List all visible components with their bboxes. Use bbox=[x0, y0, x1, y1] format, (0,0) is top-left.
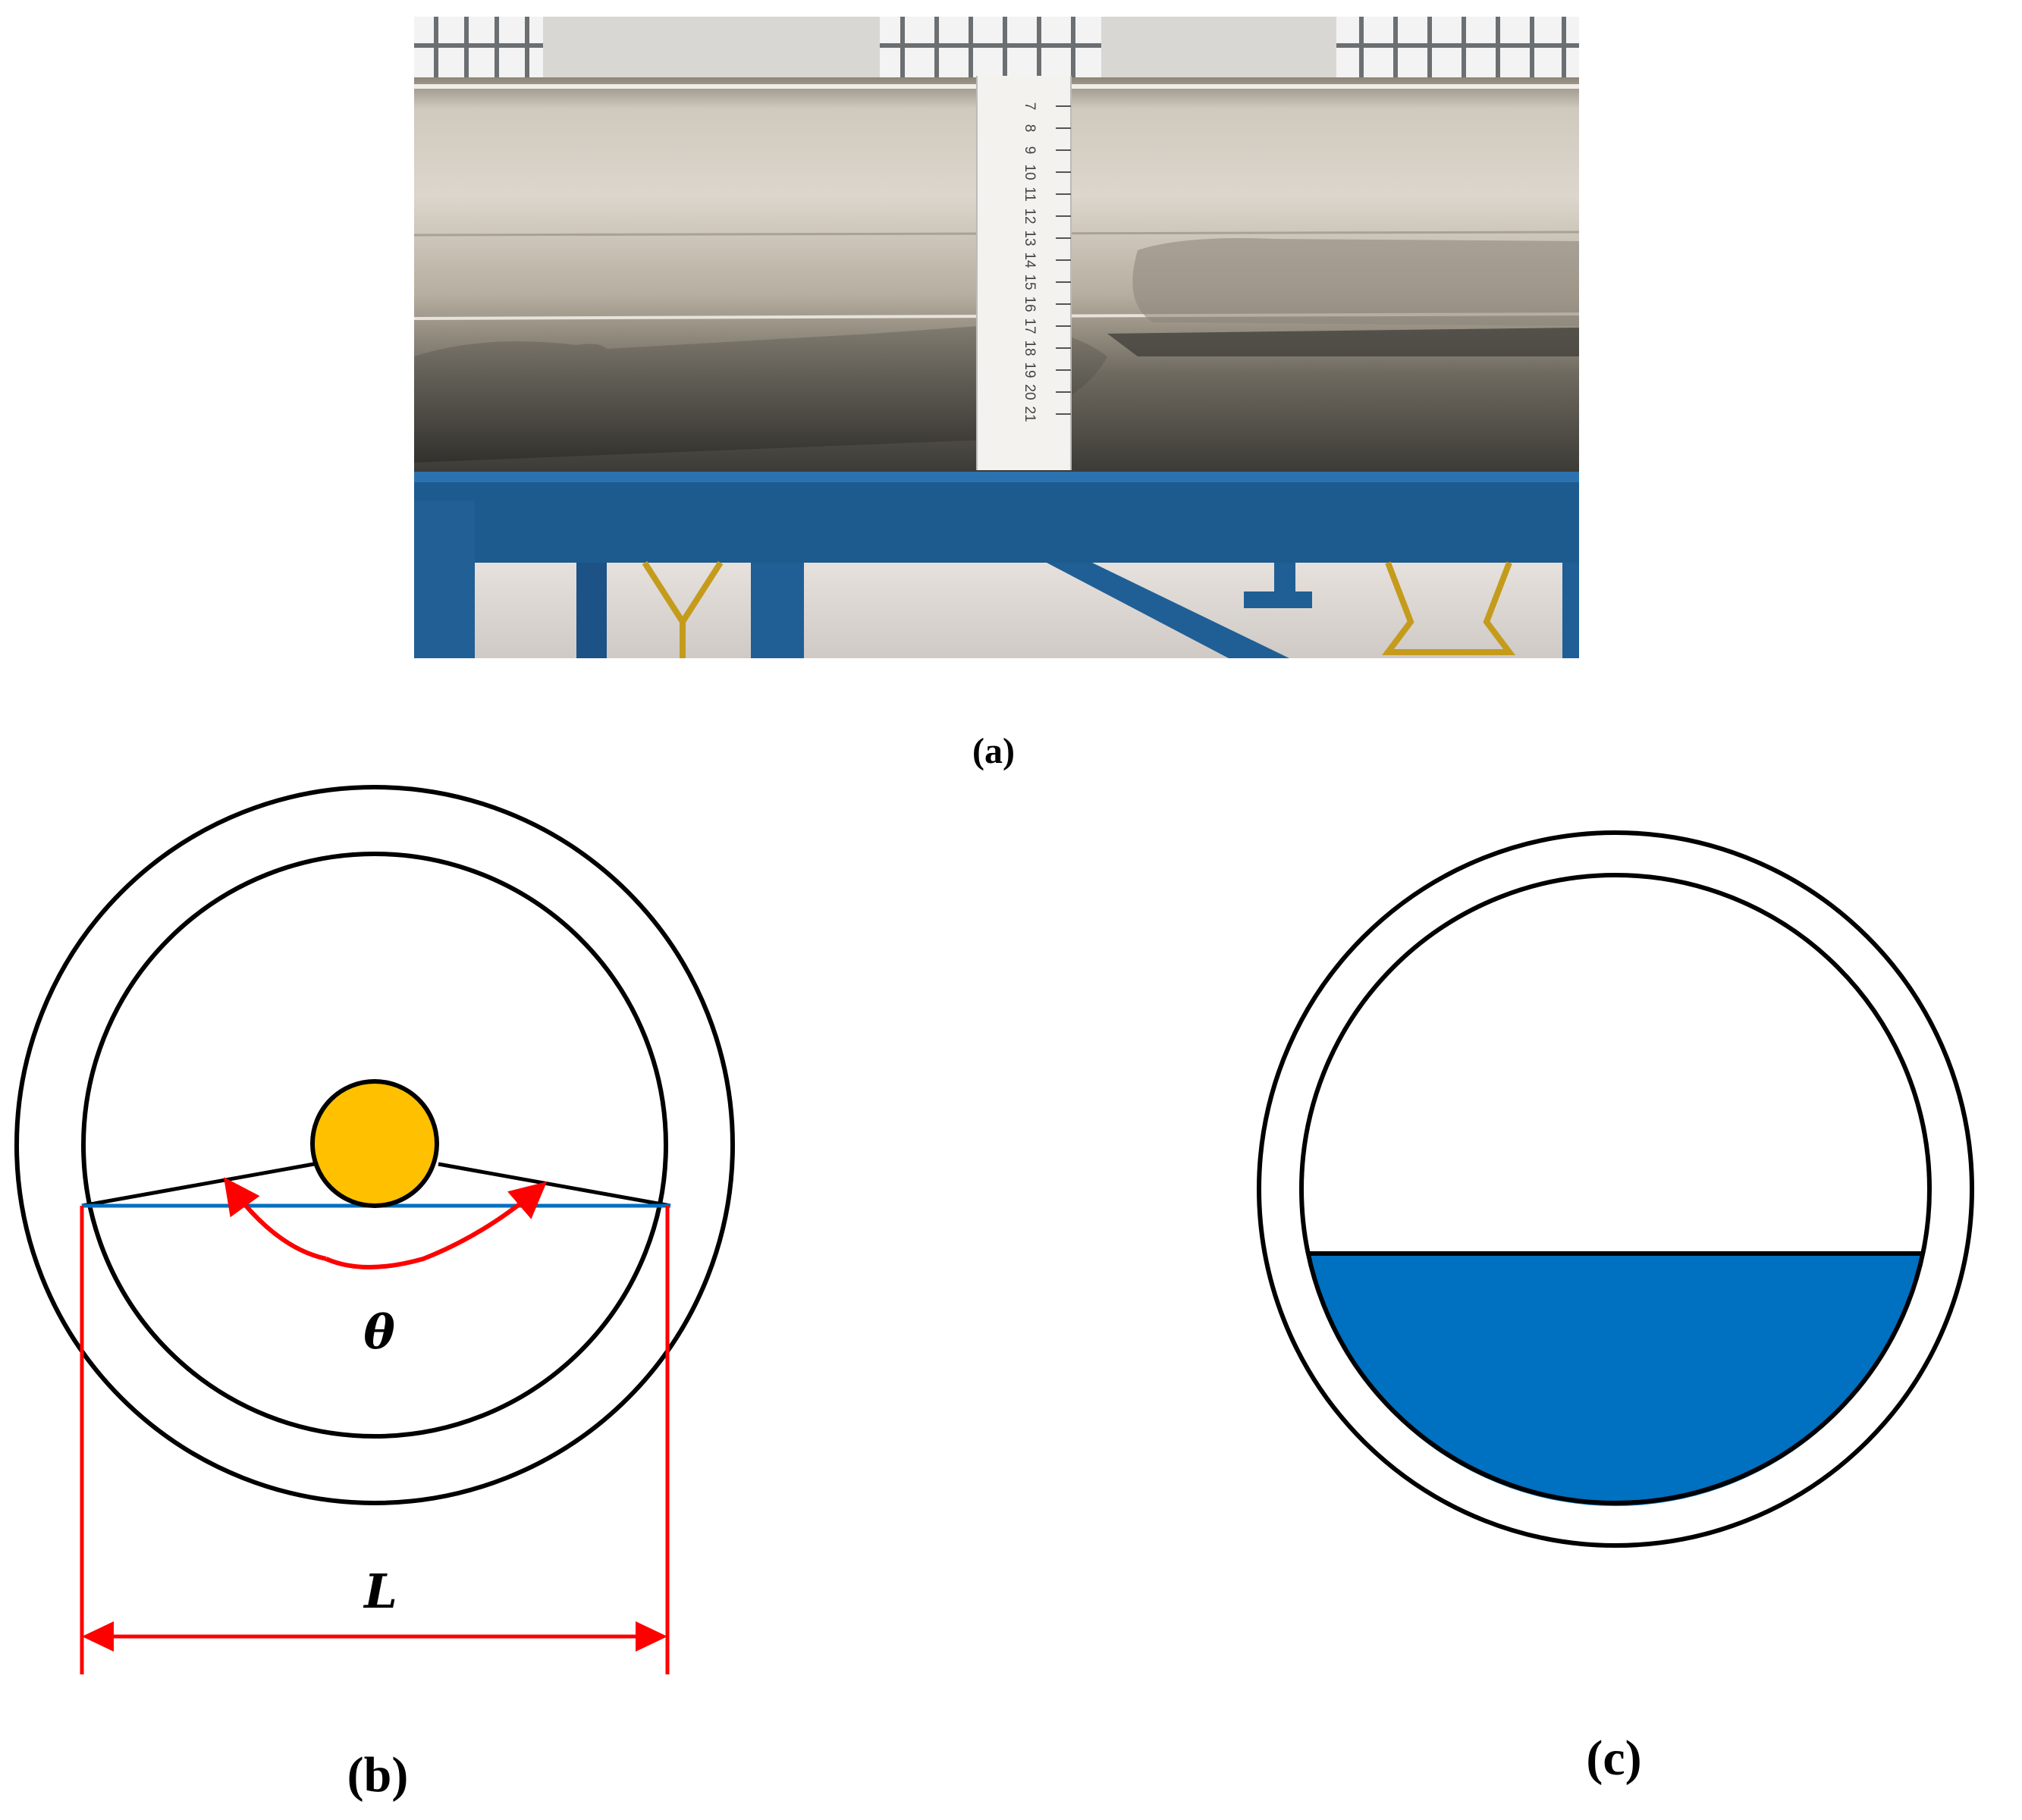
caption-b: (b) bbox=[347, 1747, 409, 1803]
caption-c: (c) bbox=[1586, 1731, 1641, 1786]
panel-b-diagram: θ L bbox=[14, 785, 735, 1674]
yellow-stand bbox=[642, 560, 1515, 658]
ruler-number: 16 bbox=[1022, 296, 1038, 312]
length-label: L bbox=[363, 1564, 397, 1619]
angle-arc bbox=[223, 1177, 327, 1261]
ruler-number: 11 bbox=[1022, 187, 1038, 202]
ruler-number: 10 bbox=[1022, 164, 1038, 180]
particle bbox=[310, 1079, 439, 1208]
ruler-number: 13 bbox=[1022, 230, 1038, 246]
ruler-number: 12 bbox=[1022, 208, 1038, 224]
caption-a: (a) bbox=[972, 731, 1015, 771]
measuring-tape: 7 8 9 10 11 12 13 14 15 16 17 18 19 20 21 bbox=[976, 76, 1072, 470]
ruler-number: 21 bbox=[1022, 406, 1038, 422]
panel-a-photo: 7 8 9 10 11 12 13 14 15 16 17 18 19 20 21 bbox=[413, 17, 1580, 658]
liquid-region bbox=[1308, 1254, 1923, 1507]
inner-pipe-wall bbox=[81, 852, 668, 1439]
sediment-bed bbox=[414, 325, 1107, 463]
ruler-number: 7 bbox=[1022, 102, 1038, 111]
ruler-number: 14 bbox=[1022, 252, 1038, 268]
support-frame bbox=[414, 472, 1579, 658]
bed-surface-line bbox=[81, 1162, 671, 1208]
outer-pipe-wall-c bbox=[1257, 830, 1974, 1548]
ruler-number: 20 bbox=[1022, 384, 1038, 400]
ruler-number: 8 bbox=[1022, 124, 1038, 133]
angle-label: θ bbox=[363, 1304, 395, 1360]
ruler-number: 19 bbox=[1022, 362, 1038, 378]
inner-pipe-wall-c bbox=[1299, 873, 1932, 1505]
ruler-number: 18 bbox=[1022, 340, 1038, 356]
ruler-number: 9 bbox=[1022, 146, 1038, 155]
outer-pipe-wall bbox=[14, 785, 735, 1505]
window-row bbox=[414, 17, 1579, 77]
ruler-number: 17 bbox=[1022, 318, 1038, 334]
panel-c-diagram bbox=[1257, 830, 1974, 1548]
ruler-number: 15 bbox=[1022, 274, 1038, 290]
